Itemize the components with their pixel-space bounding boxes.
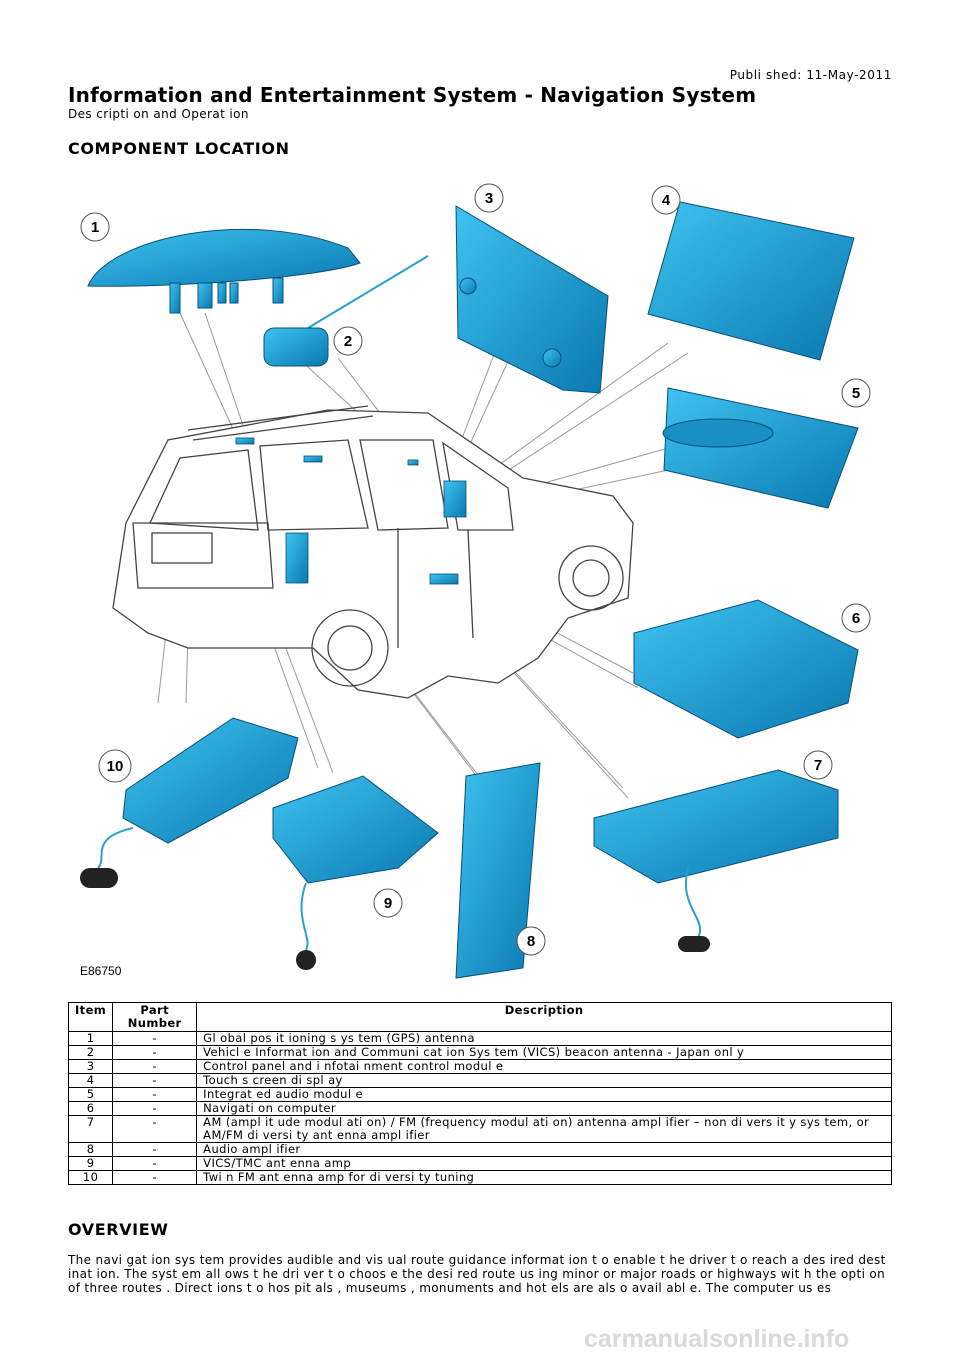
callout-7: 7 <box>803 750 833 780</box>
callout-2: 2 <box>333 326 363 356</box>
callout-4: 4 <box>651 185 681 215</box>
page-title: Information and Entertainment System - N… <box>68 83 757 107</box>
svg-text:5: 5 <box>852 385 860 402</box>
control-panel-part <box>455 205 609 394</box>
item-cell: 5 <box>67 1087 114 1102</box>
description-cell: Control panel and i nfotai nment control… <box>196 1059 892 1074</box>
callout-5: 5 <box>841 378 871 408</box>
table-row: 2-Vehicl e Informat ion and Communi cat … <box>67 1045 892 1060</box>
svg-text:3: 3 <box>485 190 493 207</box>
published-date: Publi shed: 11-May-2011 <box>729 68 892 82</box>
callout-1: 1 <box>80 212 110 242</box>
part-number-cell: - <box>112 1142 198 1157</box>
item-cell: 8 <box>67 1142 114 1157</box>
item-cell: 1 <box>67 1031 114 1046</box>
table-header-row: Item Part Number Description <box>67 1002 892 1032</box>
integrated-audio-module-part <box>662 387 859 509</box>
item-cell: 4 <box>67 1073 114 1088</box>
description-cell: Touch s creen di spl ay <box>196 1073 892 1088</box>
table-row: 3-Control panel and i nfotai nment contr… <box>67 1059 892 1074</box>
item-cell: 2 <box>67 1045 114 1060</box>
description-cell: Twi n FM ant enna amp for di versi ty tu… <box>196 1170 892 1185</box>
section-heading-component-location: COMPONENT LOCATION <box>68 139 290 158</box>
table-row: 10-Twi n FM ant enna amp for di versi ty… <box>67 1170 892 1185</box>
item-cell: 10 <box>67 1170 114 1185</box>
callout-9: 9 <box>373 888 403 918</box>
page-subtitle: Des cripti on and Operat ion <box>68 107 249 121</box>
callout-3: 3 <box>474 183 504 213</box>
description-cell: AM (ampl it ude modul ati on) / FM (freq… <box>196 1115 892 1143</box>
part-number-cell: - <box>112 1087 198 1102</box>
part-number-cell: - <box>112 1031 198 1046</box>
item-cell: 6 <box>67 1101 114 1116</box>
description-cell: VICS/TMC ant enna amp <box>196 1156 892 1171</box>
touch-screen-display-part <box>647 201 855 361</box>
table-row: 5-Integrat ed audio modul e <box>67 1087 892 1102</box>
description-cell: Integrat ed audio modul e <box>196 1087 892 1102</box>
part-number-cell: - <box>112 1101 198 1116</box>
description-cell: Audio ampl ifier <box>196 1142 892 1157</box>
navigation-computer-part <box>633 599 859 739</box>
vehicle-part-markers <box>235 437 467 585</box>
svg-text:6: 6 <box>852 610 860 627</box>
am-fm-antenna-amplifier-part <box>593 769 839 952</box>
part-number-cell: - <box>112 1156 198 1171</box>
item-cell: 7 <box>67 1115 114 1143</box>
twin-fm-antenna-amp-part <box>80 717 299 888</box>
column-header-part-number: Part Number <box>112 1002 198 1032</box>
svg-text:8: 8 <box>527 933 535 950</box>
figure-id: E86750 <box>80 964 122 978</box>
column-header-description: Description <box>196 1002 892 1032</box>
callout-6: 6 <box>841 603 871 633</box>
part-number-cell: - <box>112 1059 198 1074</box>
table-row: 9-VICS/TMC ant enna amp <box>67 1156 892 1171</box>
svg-text:4: 4 <box>662 192 671 209</box>
table-row: 7-AM (ampl it ude modul ati on) / FM (fr… <box>67 1115 892 1143</box>
part-number-cell: - <box>112 1115 198 1143</box>
part-number-cell: - <box>112 1073 198 1088</box>
vehicle-outline <box>112 405 634 699</box>
description-cell: Navigati on computer <box>196 1101 892 1116</box>
column-header-item: Item <box>67 1002 114 1032</box>
callout-8: 8 <box>516 926 546 956</box>
svg-text:9: 9 <box>384 895 392 912</box>
table-row: 6-Navigati on computer <box>67 1101 892 1116</box>
section-heading-overview: OVERVIEW <box>68 1220 169 1239</box>
gps-antenna-part <box>87 228 361 314</box>
overview-paragraph: The navi gat ion sys tem provides audibl… <box>68 1253 886 1295</box>
vics-tmc-antenna-amp-part <box>272 775 439 970</box>
svg-text:10: 10 <box>107 758 124 775</box>
svg-text:7: 7 <box>814 757 822 774</box>
description-cell: Gl obal pos it ioning s ys tem (GPS) ant… <box>196 1031 892 1046</box>
table-row: 8-Audio ampl ifier <box>67 1142 892 1157</box>
item-cell: 9 <box>67 1156 114 1171</box>
callout-10: 10 <box>98 749 132 783</box>
vics-beacon-antenna-part <box>263 255 429 367</box>
description-cell: Vehicl e Informat ion and Communi cat io… <box>196 1045 892 1060</box>
table-row: 1-Gl obal pos it ioning s ys tem (GPS) a… <box>67 1031 892 1046</box>
svg-text:1: 1 <box>91 219 99 236</box>
parts-table: Item Part Number Description 1-Gl obal p… <box>67 1002 892 1185</box>
part-number-cell: - <box>112 1170 198 1185</box>
site-watermark[interactable]: carmanualsonline.info <box>584 1325 850 1353</box>
audio-amplifier-part <box>455 762 541 979</box>
svg-text:2: 2 <box>344 333 352 350</box>
item-cell: 3 <box>67 1059 114 1074</box>
component-location-diagram: 1 2 3 4 5 6 7 8 9 10 <box>68 178 892 984</box>
part-number-cell: - <box>112 1045 198 1060</box>
table-row: 4-Touch s creen di spl ay <box>67 1073 892 1088</box>
